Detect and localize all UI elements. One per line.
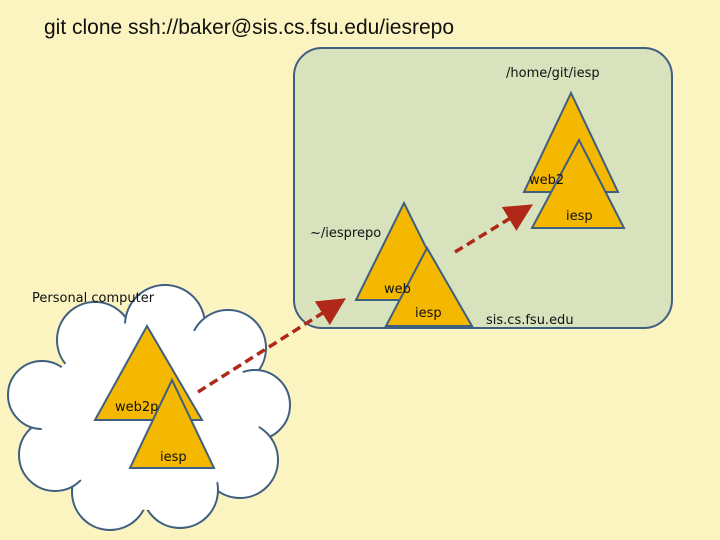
personal-iesp-triangle: [128, 377, 216, 469]
server-iesp-label: iesp: [566, 209, 593, 224]
personal-computer-label: Personal computer: [32, 291, 155, 306]
arrow-clone-to-server: [454, 204, 533, 254]
clone-repo-label: ~/iesprepo: [310, 226, 382, 241]
command-title: git clone ssh://baker@sis.cs.fsu.edu/ies…: [44, 16, 455, 39]
server-host-label: sis.cs.fsu.edu: [486, 313, 574, 328]
server-repo-path-label: /home/git/iesp: [506, 66, 600, 81]
personal-iesp-label: iesp: [160, 450, 187, 465]
clone-web-label: web: [384, 282, 411, 297]
arrow-personal-to-clone: [197, 298, 346, 394]
server-web2-label: web2: [529, 173, 565, 188]
server-iesp-triangle: [530, 137, 626, 229]
clone-iesp-label: iesp: [415, 306, 442, 321]
clone-iesp-triangle: [384, 245, 474, 327]
personal-web2p-label: web2p: [115, 400, 159, 415]
